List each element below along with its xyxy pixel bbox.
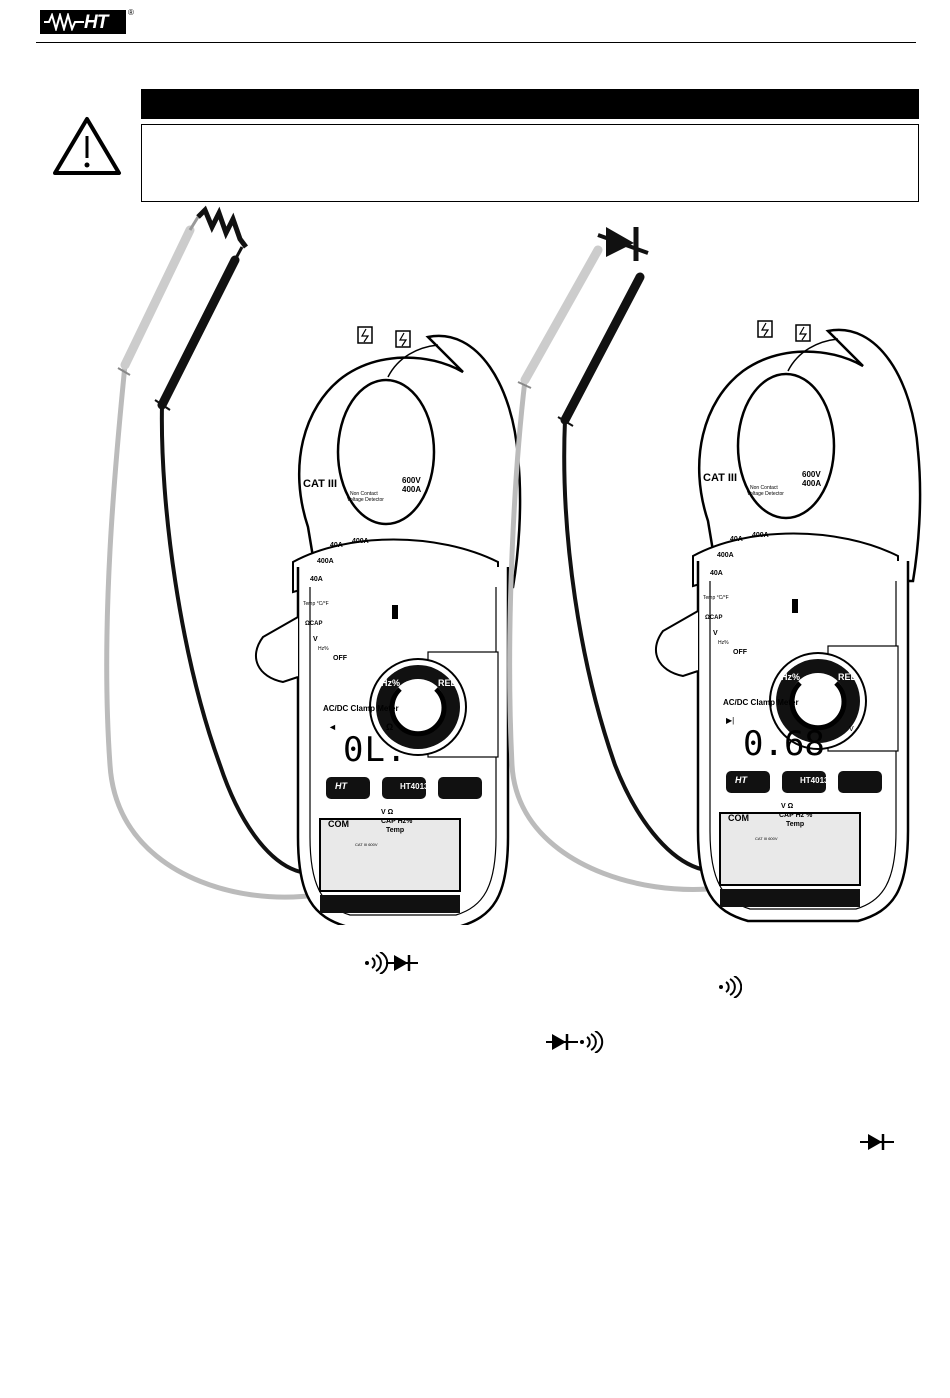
range-label-2: 400A	[317, 558, 334, 565]
diode-continuity-icon	[546, 1031, 604, 1053]
diode-icon	[597, 227, 649, 261]
cat-small: CAT III 600V	[755, 836, 778, 841]
model-label: HT4013	[800, 776, 829, 785]
continuity-icon	[719, 976, 742, 998]
terminal-v-2: CAP Hz%	[381, 818, 413, 825]
warning-triangle-icon	[53, 117, 121, 175]
range-label-7: Hz%	[718, 640, 729, 646]
terminal-v-3: Temp	[786, 821, 804, 828]
range-label-4: Temp °C/°F	[703, 595, 729, 601]
warning-box	[141, 124, 919, 202]
meter-right	[507, 227, 920, 925]
range-label-7: Hz%	[318, 646, 329, 652]
range-label-0: 400A	[752, 532, 769, 539]
button-hz: Hz%	[781, 672, 800, 682]
brand-label: HT	[735, 775, 748, 785]
range-label-3: 40A	[710, 570, 723, 577]
lcd-reading: 0L.	[343, 730, 407, 770]
lcd-indicator-0: ◄	[328, 722, 337, 732]
jaw-label-left: CAT III	[303, 478, 337, 490]
ncv-label-1: Non Contact	[350, 491, 378, 497]
logo-wave-icon	[44, 13, 84, 31]
brand-label: HT	[335, 781, 348, 791]
model-label: HT4013	[400, 782, 429, 791]
jaw-label-right-1: 600V	[402, 476, 421, 485]
jaw-label-left: CAT III	[703, 472, 737, 484]
jaw-label-right-2: 400A	[802, 479, 821, 488]
measurement-figure: CAT III 600V 400A Non Contact Voltage De…	[104, 205, 950, 925]
button-rel: REL	[438, 678, 457, 688]
range-label-6: V	[313, 636, 318, 643]
terminal-v-1: V Ω	[781, 803, 794, 810]
cat-small: CAT III 600V	[355, 842, 378, 847]
header-rule	[36, 42, 916, 43]
registered-mark: ®	[128, 8, 134, 17]
range-label-4: Temp °C/°F	[303, 601, 329, 607]
product-label: AC/DC Clamp Meter	[323, 704, 399, 713]
product-label: AC/DC Clamp Meter	[723, 698, 799, 707]
lcd-reading: 0.68	[743, 724, 825, 764]
continuity-diode-icon	[365, 952, 418, 974]
range-label-2: 400A	[717, 552, 734, 559]
range-label-6: V	[713, 630, 718, 637]
logo-text: HT	[84, 12, 108, 33]
ncv-label-1: Non Contact	[750, 485, 778, 491]
range-label-5: ΩCAP	[705, 615, 722, 621]
range-label-5: ΩCAP	[305, 621, 322, 627]
range-label-8: OFF	[733, 649, 748, 656]
ncv-label-2: Voltage Detector	[747, 491, 784, 497]
button-hz: Hz%	[381, 678, 400, 688]
terminal-com: COM	[328, 819, 349, 829]
terminal-v-1: V Ω	[381, 809, 394, 816]
terminal-com: COM	[728, 813, 749, 823]
lcd-indicator-0: ▶|	[726, 716, 734, 725]
range-label-1: 40A	[730, 536, 743, 543]
resistor-icon	[196, 205, 248, 249]
ncv-label-2: Voltage Detector	[347, 497, 384, 503]
lcd-unit: V	[849, 726, 854, 733]
warning-title-bar	[141, 89, 919, 119]
terminal-v-3: Temp	[386, 827, 404, 834]
jaw-label-right-2: 400A	[402, 485, 421, 494]
button-mode: MODE	[721, 672, 748, 682]
ht-logo: HT	[40, 10, 126, 34]
meter-left	[104, 205, 520, 925]
button-mode: MODE	[321, 678, 348, 688]
range-label-1: 40A	[330, 542, 343, 549]
lcd-indicator-1: Ω	[386, 722, 393, 732]
jaw-label-right-1: 600V	[802, 470, 821, 479]
diode-symbol-icon	[860, 1134, 894, 1150]
button-rel: REL	[838, 672, 857, 682]
terminal-v-2: CAP Hz %	[779, 812, 813, 819]
range-label-8: OFF	[333, 655, 348, 662]
range-label-3: 40A	[310, 576, 323, 583]
range-label-0: 400A	[352, 538, 369, 545]
